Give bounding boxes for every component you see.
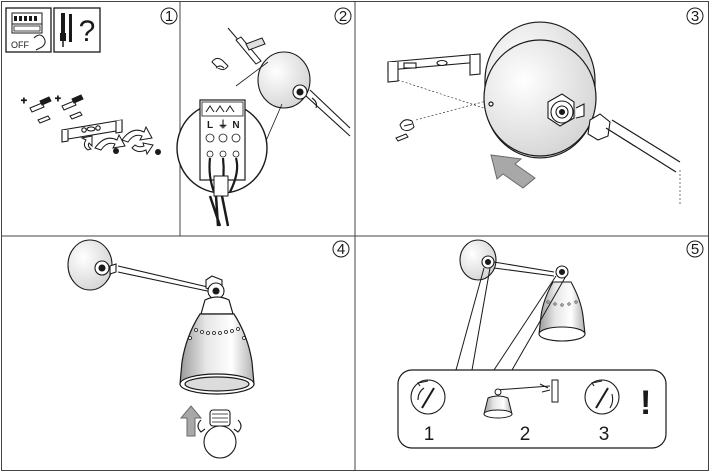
callout-item-2: [483, 379, 559, 419]
step-5-panel: 5: [397, 239, 704, 449]
svg-text:2: 2: [520, 424, 531, 445]
svg-text:+: +: [55, 94, 61, 105]
arm-joint: [205, 275, 225, 300]
step-number-1: 1: [160, 7, 178, 25]
callout-pointer: [455, 267, 567, 371]
step-4-panel: 4: [67, 239, 350, 459]
svg-text:3: 3: [691, 8, 699, 25]
canopy: [67, 239, 213, 293]
canopy: [483, 21, 597, 159]
svg-text:OFF: OFF: [11, 40, 29, 50]
bulb-icon: [197, 409, 242, 459]
canopy: [257, 51, 351, 137]
tools-icon: ?: [53, 7, 101, 53]
screwdriver: [227, 27, 266, 65]
step-number-3: 3: [686, 7, 704, 25]
svg-text:1: 1: [165, 8, 173, 25]
screw-icon: [395, 119, 415, 142]
svg-text:1: 1: [424, 424, 435, 445]
step-number-5: 5: [686, 240, 704, 258]
lampshade: [538, 281, 586, 342]
step-number-2: 2: [334, 7, 352, 25]
step-number-4: 4: [332, 240, 350, 258]
step-1-panel: 1 OFF ? + +: [5, 7, 178, 156]
callout-item-3: [584, 379, 620, 415]
warning-icon: !: [640, 384, 651, 422]
svg-text:4: 4: [337, 241, 345, 258]
wire-clip: [211, 57, 229, 71]
wall-plug-icon: + +: [21, 94, 84, 124]
svg-text:L: L: [207, 120, 213, 131]
wall-bracket: [387, 53, 481, 83]
wall-bracket: [61, 119, 123, 143]
svg-text:3: 3: [599, 424, 610, 445]
svg-text:?: ?: [79, 15, 96, 48]
screw-icon: [113, 148, 161, 155]
svg-text:N: N: [232, 120, 239, 131]
step-2-panel: 2: [176, 7, 352, 227]
arm-joint: [547, 93, 681, 173]
canopy: [459, 239, 569, 281]
push-arrow-icon: [490, 154, 536, 189]
svg-text:⏚: ⏚: [218, 119, 228, 131]
callout-item-1: [410, 379, 446, 415]
power-switch-off-icon: OFF: [5, 7, 52, 53]
terminal-detail: L ⏚ N: [176, 99, 268, 227]
lampshade: [179, 296, 255, 395]
svg-text:5: 5: [691, 241, 699, 258]
callout-box: 1 2 3 !: [397, 369, 667, 449]
svg-text:+: +: [21, 96, 27, 107]
step-3-panel: 3: [387, 7, 704, 206]
svg-text:2: 2: [339, 8, 347, 25]
guide-lines: [397, 79, 681, 206]
push-arrow-icon: [179, 405, 203, 437]
push-arrow-icon: [80, 125, 154, 156]
